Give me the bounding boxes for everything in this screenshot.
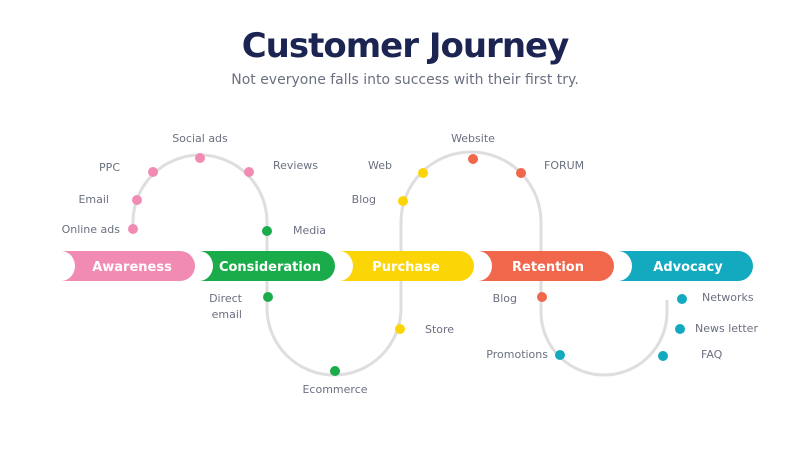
label-news-letter: News letter xyxy=(695,322,758,335)
label-networks: Networks xyxy=(702,291,754,304)
dot-direct-email xyxy=(263,292,273,302)
label-social-ads: Social ads xyxy=(172,132,228,145)
label-direct: Direct xyxy=(209,292,243,305)
label-email-2: email xyxy=(212,308,242,321)
dot-faq xyxy=(658,351,668,361)
label-promotions: Promotions xyxy=(486,348,548,361)
dot-ppc xyxy=(148,167,158,177)
label-faq: FAQ xyxy=(701,348,723,361)
label-forum: FORUM xyxy=(544,159,584,172)
label-blog-purchase: Blog xyxy=(352,193,376,206)
dot-forum xyxy=(516,168,526,178)
dot-web xyxy=(418,168,428,178)
label-web: Web xyxy=(368,159,392,172)
label-ecommerce: Ecommerce xyxy=(302,383,367,396)
dot-online-ads xyxy=(128,224,138,234)
dot-media xyxy=(262,226,272,236)
label-media: Media xyxy=(293,224,326,237)
dot-promotions xyxy=(555,350,565,360)
dot-email xyxy=(132,195,142,205)
dot-blog-retention xyxy=(537,292,547,302)
dot-website xyxy=(468,154,478,164)
stage-consideration-label: Consideration xyxy=(219,260,321,275)
dot-blog-purchase xyxy=(398,196,408,206)
label-online-ads: Online ads xyxy=(62,223,121,236)
stage-retention: Retention xyxy=(478,251,614,281)
stage-awareness: Awareness xyxy=(61,251,195,281)
stage-retention-label: Retention xyxy=(512,260,584,275)
dot-ecommerce xyxy=(330,366,340,376)
page-title: Customer Journey xyxy=(241,26,570,66)
label-email: Email xyxy=(78,193,109,206)
label-ppc: PPC xyxy=(99,161,120,174)
dot-social-ads xyxy=(195,153,205,163)
stage-awareness-label: Awareness xyxy=(92,260,172,275)
label-blog-retention: Blog xyxy=(493,292,517,305)
page-subtitle: Not everyone falls into success with the… xyxy=(231,72,579,88)
stage-purchase-label: Purchase xyxy=(372,260,440,275)
stage-consideration: Consideration xyxy=(199,251,335,281)
stage-advocacy: Advocacy xyxy=(618,251,753,281)
dot-networks xyxy=(677,294,687,304)
label-reviews: Reviews xyxy=(273,159,318,172)
dot-news-letter xyxy=(675,324,685,334)
stage-advocacy-label: Advocacy xyxy=(653,260,723,275)
dot-reviews xyxy=(244,167,254,177)
label-store: Store xyxy=(425,323,454,336)
label-website: Website xyxy=(451,132,495,145)
stage-purchase: Purchase xyxy=(339,251,474,281)
dot-store xyxy=(395,324,405,334)
